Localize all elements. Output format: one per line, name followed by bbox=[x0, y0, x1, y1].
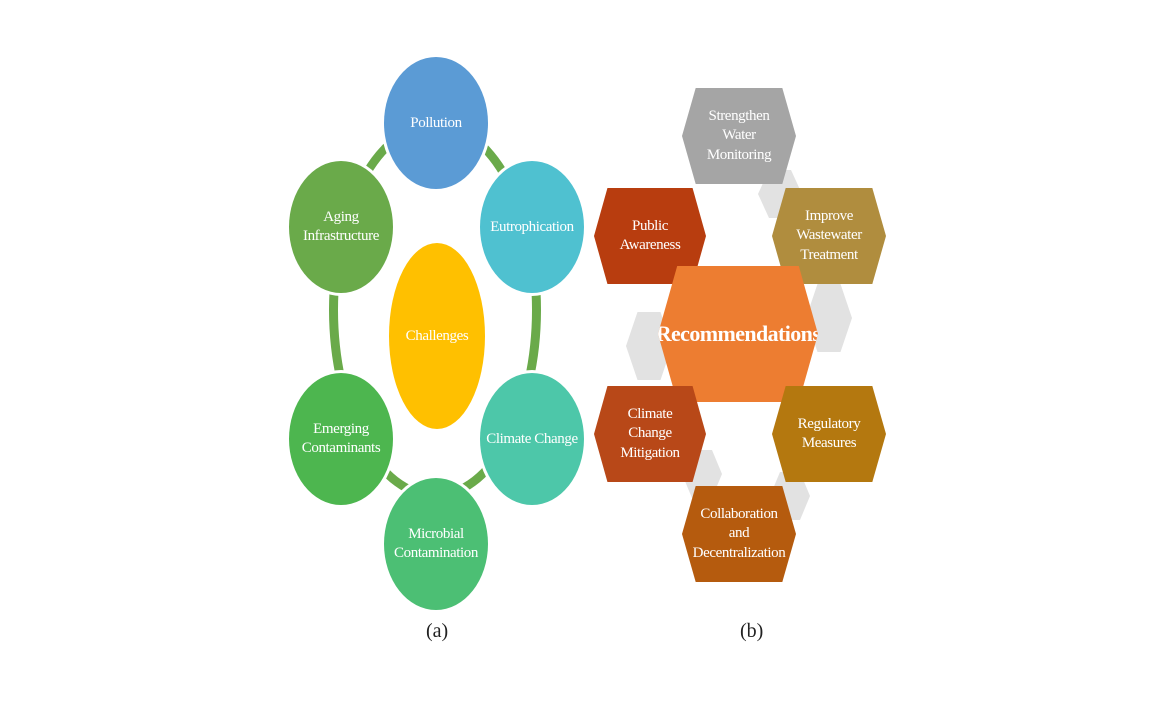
caption-a: (a) bbox=[426, 620, 449, 642]
caption-b: (b) bbox=[740, 620, 764, 642]
hex-label: Strengthen Water Monitoring bbox=[706, 107, 772, 163]
hex-climate-change-mitigation: Climate Change Mitigation bbox=[594, 386, 706, 482]
hex-public-awareness: Public Awareness bbox=[594, 188, 706, 284]
node-label: Eutrophication bbox=[490, 218, 574, 235]
node-emerging-contaminants: Emerging Contaminants bbox=[289, 373, 393, 505]
node-eutrophication: Eutrophication bbox=[480, 161, 584, 293]
hex-strengthen-water-monitoring: Strengthen Water Monitoring bbox=[682, 88, 796, 184]
node-microbial-contamination: Microbial Contamination bbox=[384, 478, 488, 610]
node-label: Climate Change bbox=[486, 430, 578, 447]
node-aging-infrastructure: Aging Infrastructure bbox=[289, 161, 393, 293]
hex-label: Collaboration and Decentralization bbox=[692, 505, 786, 561]
node-climate-change: Climate Change bbox=[480, 373, 584, 505]
hex-improve-wastewater-treatment: Improve Wastewater Treatment bbox=[772, 188, 886, 284]
node-label: Aging Infrastructure bbox=[302, 209, 380, 244]
hex-regulatory-measures: Regulatory Measures bbox=[772, 386, 886, 482]
hex-label: Climate Change Mitigation bbox=[620, 405, 680, 461]
hex-label: Regulatory Measures bbox=[797, 415, 861, 452]
node-label: Pollution bbox=[410, 114, 462, 131]
center-label: Challenges bbox=[405, 327, 469, 344]
hex-collaboration-decentralization: Collaboration and Decentralization bbox=[682, 486, 796, 582]
hex-label: Improve Wastewater Treatment bbox=[796, 207, 862, 263]
hex-label: Public Awareness bbox=[619, 217, 681, 254]
hex-recommendations-center: Recommendations bbox=[658, 266, 818, 402]
challenges-diagram: Challenges Pollution Eutrophication Clim… bbox=[286, 50, 586, 642]
node-label: Microbial Contamination bbox=[394, 526, 478, 561]
challenges-center-node: Challenges bbox=[389, 243, 485, 429]
recommendations-diagram: Strengthen Water Monitoring Public Aware… bbox=[592, 80, 892, 642]
node-pollution: Pollution bbox=[384, 57, 488, 189]
node-label: Emerging Contaminants bbox=[301, 421, 381, 456]
hex-center-label: Recommendations bbox=[655, 320, 821, 346]
